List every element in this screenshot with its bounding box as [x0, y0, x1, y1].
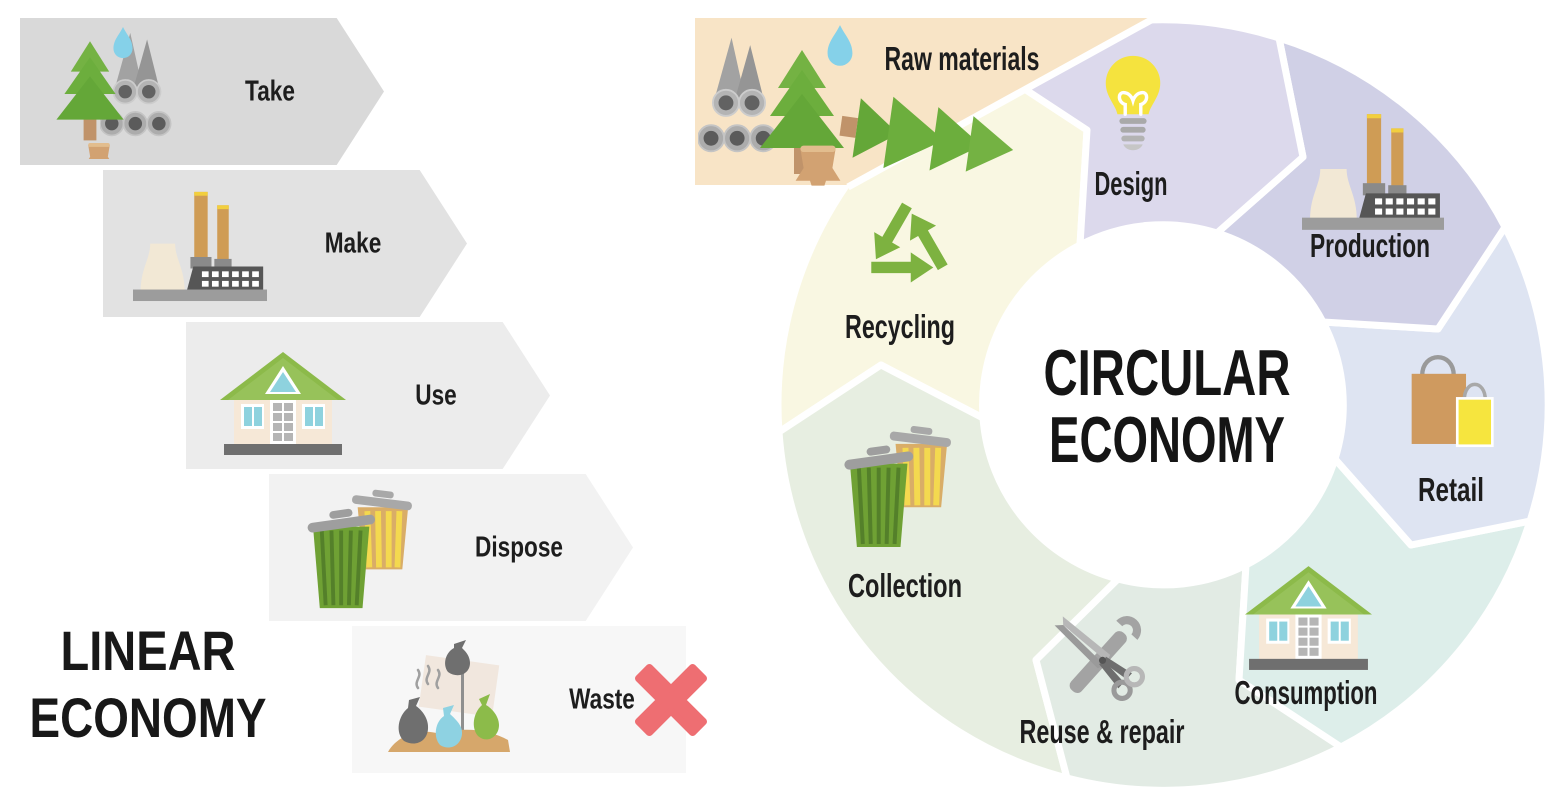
- segment-production: [1213, 34, 1509, 333]
- trash-bins-icon: [299, 480, 434, 615]
- label-consumption: Consumption: [1235, 674, 1378, 711]
- house-icon: [220, 352, 346, 455]
- step-label: Dispose: [474, 531, 564, 563]
- linear-step-waste: Waste: [352, 626, 686, 773]
- segment-reuse-repair: [1032, 561, 1345, 794]
- linear-title-line2: ECONOMY: [30, 686, 267, 749]
- linear-step-use: Use: [186, 322, 550, 469]
- waste-pile-icon: [386, 638, 512, 754]
- label-recycling: Recycling: [845, 308, 955, 345]
- label-design: Design: [1095, 165, 1168, 202]
- stump-icon: [85, 142, 113, 159]
- circular-title-line1: CIRCULAR: [1044, 336, 1291, 409]
- water-drop-icon: [113, 26, 133, 59]
- linear-economy-title: LINEAR ECONOMY: [30, 619, 267, 749]
- factory-icon: [133, 191, 267, 302]
- raw-nature-icon: [56, 26, 172, 159]
- linear-step-take: Take: [20, 18, 384, 165]
- circular-title-line2: ECONOMY: [1049, 403, 1285, 476]
- step-label: Make: [324, 227, 382, 259]
- step-label: Take: [245, 75, 295, 107]
- circular-economy-wheel: Raw materials Design Production Retail C…: [695, 10, 1552, 794]
- label-retail: Retail: [1418, 471, 1484, 508]
- step-label: Use: [415, 379, 457, 411]
- segment-consumption: [1235, 455, 1534, 751]
- label-production: Production: [1310, 227, 1430, 264]
- linear-step-dispose: Dispose: [269, 474, 633, 621]
- label-raw-materials: Raw materials: [885, 40, 1040, 77]
- linear-step-make: Make: [103, 170, 467, 317]
- logs-icon: [100, 31, 172, 137]
- label-reuse-repair: Reuse & repair: [1020, 713, 1185, 750]
- linear-title-line1: LINEAR: [61, 619, 236, 682]
- label-collection: Collection: [848, 567, 962, 604]
- step-label: Waste: [569, 683, 635, 715]
